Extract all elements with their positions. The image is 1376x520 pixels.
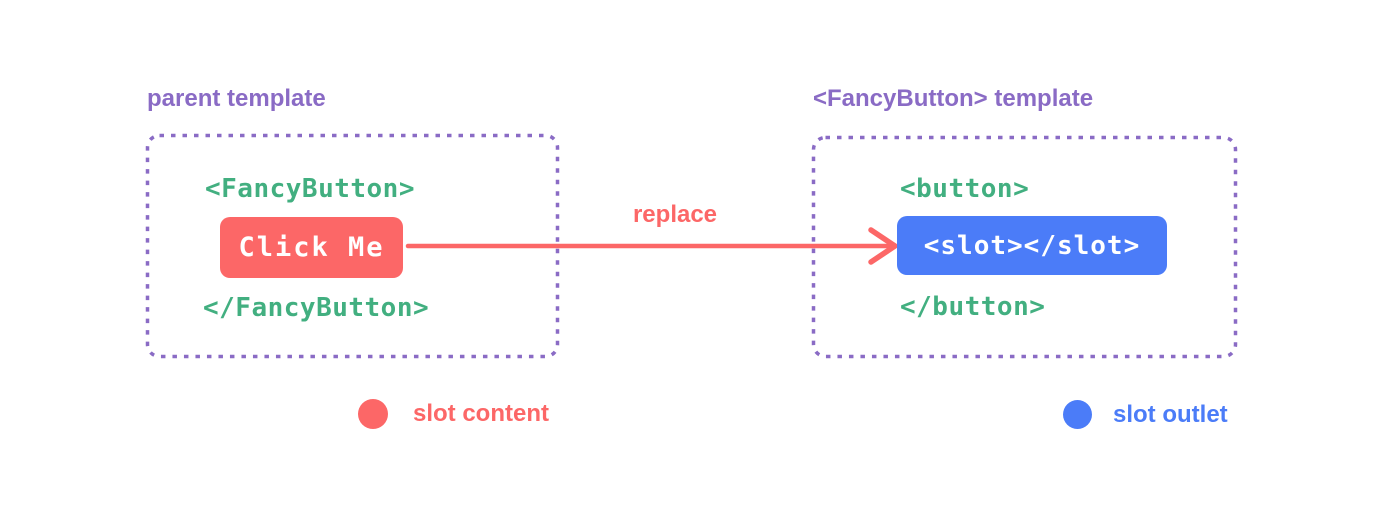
fancybutton-template-box (811, 135, 1238, 359)
legend-slot-outlet: slot outlet (1063, 400, 1228, 429)
parent-template-title: parent template (147, 85, 326, 112)
parent-open-tag: <FancyButton> (205, 174, 415, 204)
replace-arrow (405, 227, 898, 265)
replace-label: replace (632, 201, 718, 228)
legend-slot-content: slot content (358, 399, 549, 429)
click-me-button: Click Me (220, 217, 403, 278)
slot-content-circle-icon (358, 399, 388, 429)
slot-outlet-label: slot outlet (1113, 400, 1228, 428)
fancybutton-close-tag: </button> (900, 292, 1046, 322)
fancybutton-open-tag: <button> (900, 174, 1030, 204)
slot-outlet-box: <slot></slot> (897, 216, 1167, 275)
slot-content-label: slot content (413, 400, 549, 427)
parent-close-tag: </FancyButton> (203, 293, 430, 323)
slot-outlet-circle-icon (1063, 400, 1092, 429)
fancybutton-template-title: <FancyButton> template (813, 85, 1094, 112)
